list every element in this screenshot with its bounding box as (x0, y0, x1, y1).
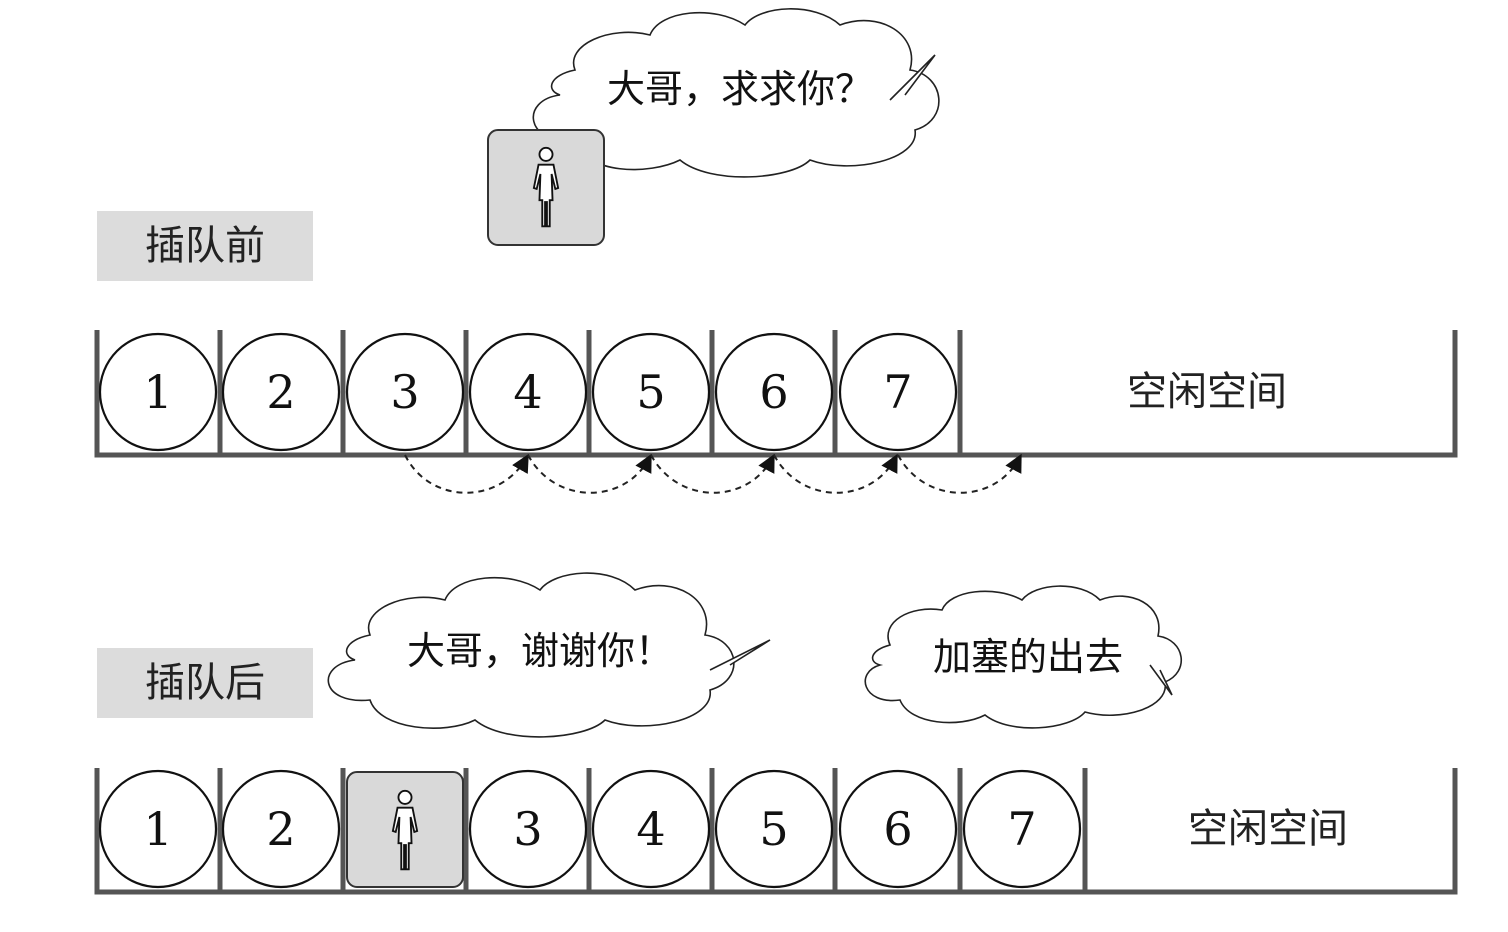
inserted-person (346, 771, 464, 888)
before-speech-text: 大哥，求求你？ (607, 67, 873, 111)
before-ball-4: 4 (468, 332, 588, 452)
after-balls: 1 2 3 4 5 6 (98, 769, 1082, 889)
before-speech-cloud: 大哥，求求你？ (532, 8, 940, 178)
shift-arrows (404, 453, 1022, 494)
before-ball-1: 1 (98, 332, 218, 452)
after-ball-2: 2 (221, 769, 341, 889)
after-queue (94, 768, 1458, 895)
after-thanks-text: 大哥，谢谢你！ (407, 629, 673, 673)
after-squeeze-text: 加塞的出去 (933, 635, 1123, 679)
after-label: 插队后 (97, 648, 313, 718)
after-ball-3: 3 (468, 769, 588, 889)
before-ball-1-label: 1 (143, 365, 172, 419)
before-ball-7-label: 7 (883, 365, 912, 419)
before-label-text: 插队前 (145, 223, 265, 269)
after-ball-1: 1 (98, 769, 218, 889)
after-free-space: 空闲空间 (1188, 806, 1348, 852)
before-ball-4-label: 4 (513, 365, 542, 419)
after-squeeze-cloud: 加塞的出去 (864, 585, 1182, 729)
waiting-person (487, 129, 605, 246)
after-ball-7-label: 7 (1007, 802, 1036, 856)
after-ball-7: 7 (962, 769, 1082, 889)
after-ball-5-label: 5 (759, 802, 788, 856)
after-ball-6-label: 6 (883, 802, 912, 856)
after-section: 插队后 大哥，谢谢你！ 加塞的出去 (94, 572, 1458, 895)
before-label: 插队前 (97, 211, 313, 281)
after-thanks-cloud: 大哥，谢谢你！ (327, 572, 771, 738)
after-ball-6: 6 (838, 769, 958, 889)
before-ball-5: 5 (591, 332, 711, 452)
before-section: 插队前 大哥，求求你？ 1 (94, 8, 1458, 494)
before-ball-2: 2 (221, 332, 341, 452)
after-ball-2-label: 2 (266, 802, 295, 856)
before-ball-6-label: 6 (759, 365, 788, 419)
after-ball-4-label: 4 (636, 802, 665, 856)
after-ball-4: 4 (591, 769, 711, 889)
before-queue (94, 330, 1458, 458)
after-ball-1-label: 1 (143, 802, 172, 856)
after-ball-5: 5 (714, 769, 834, 889)
before-ball-6: 6 (714, 332, 834, 452)
before-ball-7: 7 (838, 332, 958, 452)
before-ball-3: 3 (345, 332, 465, 452)
before-free-space: 空闲空间 (1127, 369, 1287, 415)
after-ball-3-label: 3 (513, 802, 542, 856)
before-ball-2-label: 2 (266, 365, 295, 419)
before-ball-3-label: 3 (390, 365, 419, 419)
after-label-text: 插队后 (145, 660, 265, 706)
before-balls: 1 2 3 4 5 6 7 (98, 332, 958, 452)
before-ball-5-label: 5 (636, 365, 665, 419)
